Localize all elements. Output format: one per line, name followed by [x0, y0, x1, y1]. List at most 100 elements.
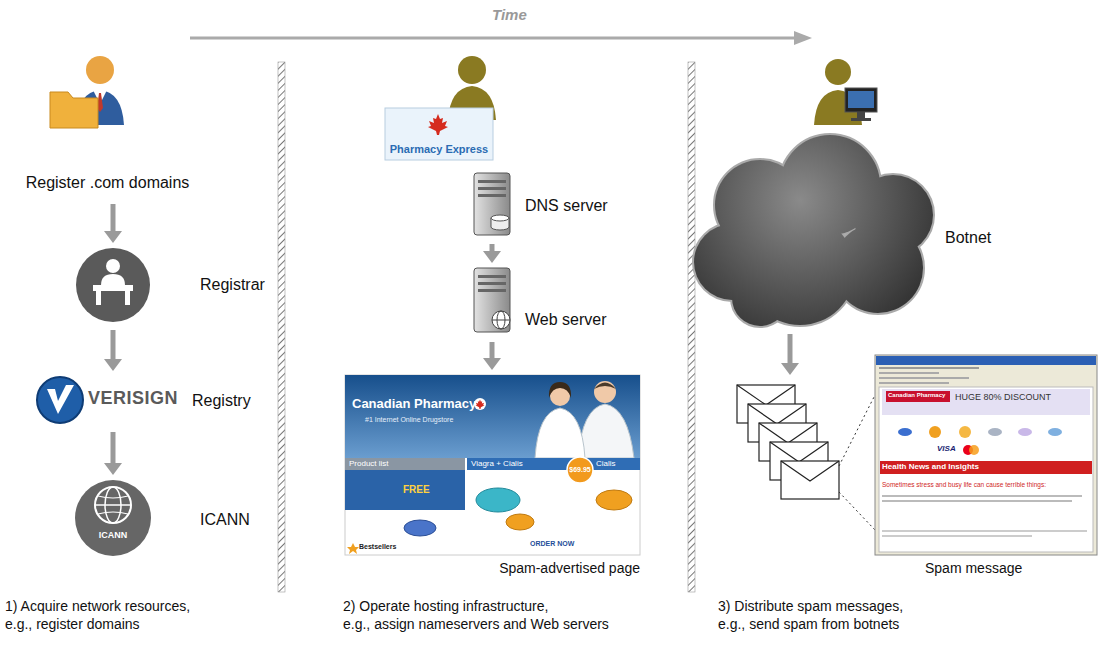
envelope-stack: [839, 395, 875, 466]
botnet-cloud: [694, 135, 933, 326]
text-label: $69.95: [568, 466, 592, 474]
column-separator: [688, 62, 695, 592]
text-label: Bestsellers: [359, 543, 396, 551]
text-label: Canadian Pharmacy: [888, 392, 945, 399]
icann-node: ICANNICANN: [74, 478, 274, 558]
dns-server-icon: [478, 180, 506, 183]
time-arrow: [190, 37, 796, 40]
spam-page-screenshot: [594, 381, 616, 403]
caption-text: Spam message: [925, 560, 1022, 577]
arrow-head: [104, 231, 122, 243]
icann-logo: [95, 487, 131, 523]
operator-person-icon: [458, 56, 486, 84]
spam-message-screenshot: [929, 426, 941, 438]
spam-message-screenshot: [882, 535, 1032, 537]
flow-arrow: [104, 432, 122, 475]
arrow-shaft: [788, 334, 793, 364]
flow-arrow: [104, 204, 122, 243]
dns-server-icon: [474, 173, 510, 235]
registrar-node: Registrar: [74, 246, 274, 326]
arrow-shaft: [490, 342, 495, 359]
sender-person-icon: [845, 88, 877, 112]
flow-arrow: [483, 342, 501, 370]
text-label: Canadian Pharmacy: [352, 396, 476, 412]
spam-message-screenshot: [1048, 428, 1062, 436]
spam-message-screenshot: [879, 367, 979, 369]
botnet-cloud: [694, 135, 933, 326]
text-label: VISA: [937, 444, 956, 454]
web-server-icon: [474, 268, 510, 332]
registrar-icon: [125, 291, 130, 305]
registrar-icon: [76, 248, 150, 322]
step-caption: e.g., register domains: [5, 616, 140, 633]
spam-page-screenshot: [506, 514, 534, 530]
step-caption: e.g., send spam from botnets: [718, 616, 899, 633]
registrar-icon: [96, 291, 101, 305]
text-label: Product list: [349, 459, 389, 469]
registrar-icon: [76, 248, 150, 322]
spam-message-screenshot: [875, 355, 1097, 555]
time-arrow: [794, 31, 812, 45]
spam-message-screenshot: [969, 445, 979, 455]
spam-message-screenshot: [876, 356, 1096, 365]
caption-text: Spam-advertised page: [480, 560, 640, 577]
time-arrow: [190, 31, 812, 45]
web-server-icon: [478, 282, 506, 285]
spam-message-screenshot: [879, 377, 969, 379]
spam-page-screenshot: [347, 543, 359, 554]
spam-page-screenshot: [596, 490, 632, 510]
registrar-icon: [106, 259, 120, 273]
spam-message-screenshot: [886, 391, 950, 402]
envelope-stack: [781, 461, 839, 499]
registrant-person-icon: [50, 92, 98, 128]
spam-page-screenshot: [476, 400, 485, 409]
spam-message-screenshot: [959, 426, 971, 438]
text-label: Health News and Insights: [882, 462, 979, 472]
spam-message-screenshot: [880, 461, 1092, 474]
text-label: FREE: [403, 484, 430, 496]
text-label: HUGE 80% DISCOUNT: [955, 392, 1051, 403]
spam-page-screenshot: [404, 520, 436, 536]
sender-person-icon: [848, 91, 874, 108]
spam-message-screenshot: [879, 372, 939, 374]
arrow-head: [781, 363, 799, 375]
icann-logo: [75, 480, 151, 556]
dns-server-icon: [474, 173, 510, 235]
axis-label: Time: [492, 6, 527, 24]
web-server: Web server: [470, 266, 630, 338]
flow-arrow: [781, 334, 799, 375]
text-label: ICANN: [200, 510, 250, 529]
text-label: Register .com domains: [5, 173, 210, 192]
sender-person-icon: [857, 112, 865, 118]
botnet-cloud: [833, 223, 923, 313]
spam-page-screenshot: [345, 375, 640, 555]
text-label: Registrar: [200, 275, 265, 294]
spam-page-screenshot: [549, 382, 571, 398]
text-label: Web server: [525, 310, 607, 329]
arrow-shaft: [490, 244, 495, 252]
text-label: Sometimes stress and busy life can cause…: [882, 481, 1046, 489]
spam-message-screenshot: [898, 428, 912, 436]
column-separator: [278, 62, 285, 592]
step-text: Register .com domains: [5, 165, 214, 200]
sender-person-icon: [851, 118, 871, 121]
text-label: #1 Internet Online Drugstore: [365, 416, 453, 424]
spam-message: Canadian Pharmacy HUGE 80% DISCOUNT VISA He…: [730, 378, 1098, 583]
web-server-icon: [492, 320, 510, 321]
botnet-cloud: [694, 135, 933, 326]
web-server-icon: [478, 275, 506, 278]
dns-server: DNS server: [470, 170, 630, 240]
spam-page-screenshot: [345, 375, 640, 555]
registrar-icon: [101, 274, 125, 285]
icann-logo: [75, 480, 151, 556]
web-server-icon: [478, 289, 506, 292]
envelope-stack: [737, 385, 875, 530]
text-label: Registry: [192, 391, 251, 410]
step-caption: 1) Acquire network resources,: [5, 598, 190, 615]
envelope-stack: [737, 385, 839, 499]
dns-server-icon: [491, 215, 509, 221]
spam-message-screenshot: [988, 428, 1002, 436]
arrow-shaft: [111, 330, 116, 360]
step-caption: e.g., assign nameservers and Web servers: [343, 616, 609, 633]
envelope-stack: [770, 442, 828, 462]
